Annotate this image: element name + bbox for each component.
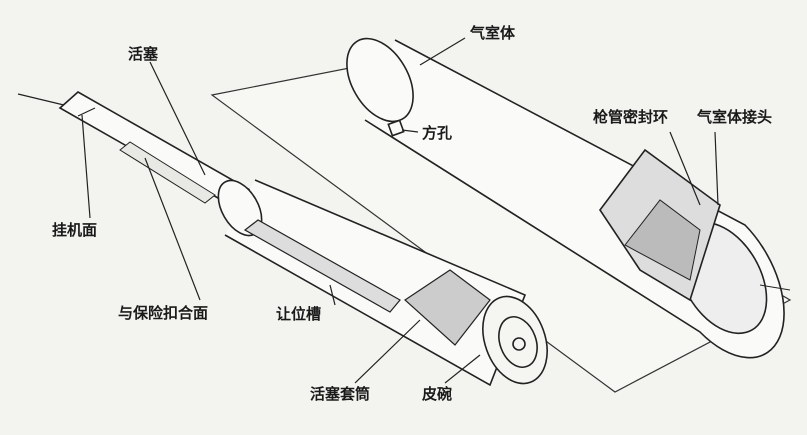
label-barrel-seal-ring: 枪管密封环 (593, 108, 669, 126)
label-piston-sleeve: 活塞套筒 (310, 385, 371, 403)
label-air-chamber-joint: 气室体接头 (697, 108, 773, 126)
label-piston: 活塞 (128, 45, 159, 63)
square-hole (387, 119, 405, 137)
piston-sleeve (217, 179, 548, 387)
label-square-hole: 方孔 (422, 124, 453, 142)
clearance-groove (243, 219, 401, 313)
label-air-chamber: 气室体 (470, 24, 516, 42)
firing-pin (17, 93, 69, 107)
label-clearance-groove: 让位槽 (276, 305, 322, 323)
label-safety-catch-surface: 与保险扣合面 (118, 304, 209, 322)
air-chamber-body (346, 37, 791, 359)
label-leather-cup: 皮碗 (422, 385, 453, 403)
leader-lines (81, 37, 719, 384)
label-hook-surface: 挂机面 (52, 221, 98, 239)
